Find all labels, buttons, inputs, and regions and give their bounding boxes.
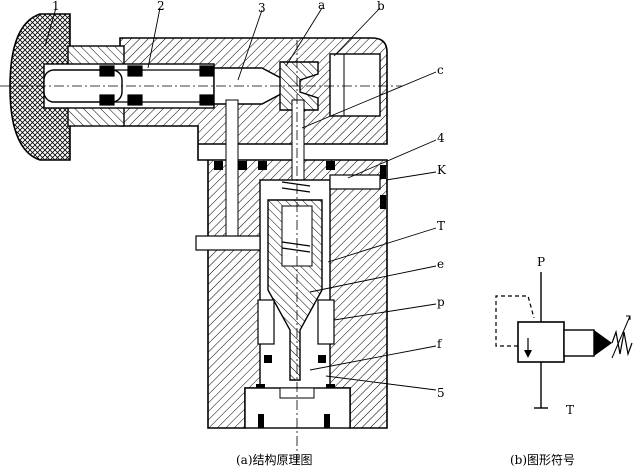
- label-3: 3: [258, 1, 266, 15]
- chamber-p-right: [317, 299, 335, 345]
- left-port: [195, 235, 261, 251]
- label-p: p: [437, 295, 445, 309]
- caption-b: (b)图形符号: [510, 452, 575, 467]
- label-2: 2: [157, 0, 165, 13]
- caption-a: (a)结构原理图: [236, 452, 313, 467]
- label-K: K: [437, 163, 447, 177]
- label-a: a: [318, 0, 325, 12]
- label-e: e: [437, 257, 444, 271]
- pilot-spring: [99, 65, 215, 106]
- main-spring: [281, 181, 311, 253]
- graphic-symbol: P T: [495, 255, 633, 417]
- vertical-passage-left: [225, 99, 239, 251]
- label-T: T: [437, 219, 445, 233]
- symbol-triangle: [594, 330, 612, 356]
- chamber-p-left: [257, 299, 275, 345]
- label-f: f: [437, 337, 443, 351]
- symbol-spring: [611, 329, 633, 357]
- label-1: 1: [52, 0, 60, 13]
- center-lines: [0, 40, 402, 462]
- label-c: c: [437, 63, 444, 77]
- handwheel: [9, 13, 71, 161]
- end-plug: [329, 53, 381, 117]
- symbol-arrow-head: [524, 350, 532, 358]
- symbol-pilot-line: [495, 295, 535, 347]
- joint-seals: [214, 161, 335, 170]
- leader-lines: [44, 7, 437, 391]
- symbol-actuator: [563, 329, 595, 357]
- symbol-adjust-arrow: [611, 315, 631, 359]
- symbol-box: [517, 321, 565, 363]
- port-K: [329, 174, 381, 190]
- vertical-passage-c: [291, 99, 305, 181]
- symbol-label-P: P: [537, 255, 545, 269]
- valve-section-drawing: [0, 13, 402, 462]
- label-b: b: [377, 0, 385, 13]
- label-4: 4: [437, 131, 445, 145]
- label-5: 5: [437, 386, 445, 400]
- symbol-label-T: T: [566, 403, 574, 417]
- part-labels: 1 2 3 a b c 4 K T e p f 5: [52, 0, 447, 400]
